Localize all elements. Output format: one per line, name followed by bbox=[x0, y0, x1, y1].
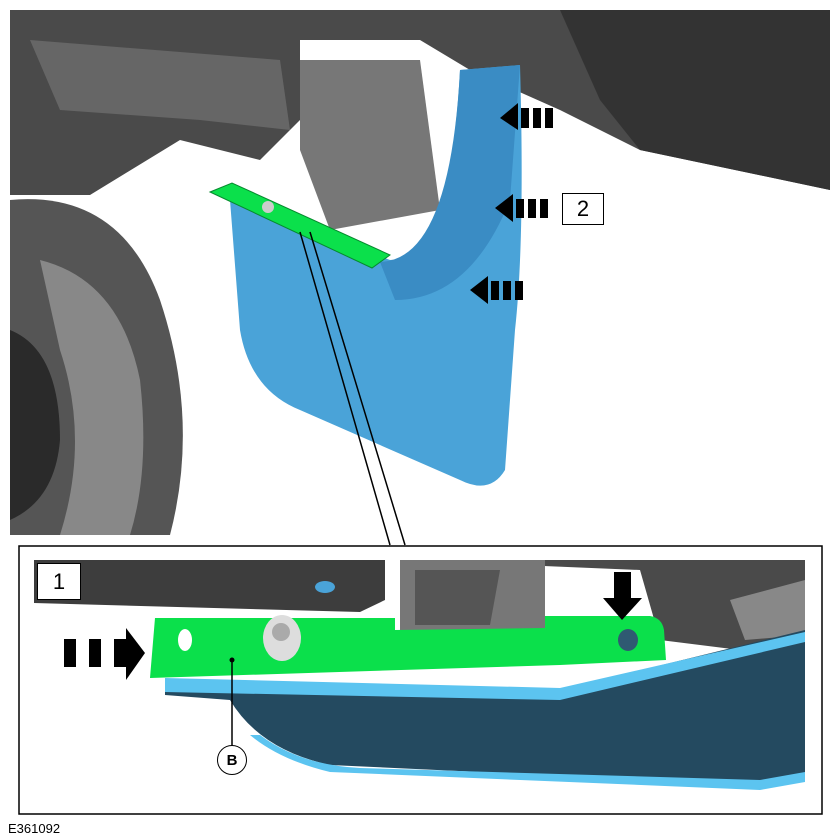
bracket-b bbox=[208, 182, 391, 269]
nut bbox=[262, 201, 274, 213]
bracket-hole bbox=[178, 629, 192, 651]
direction-arrows bbox=[470, 103, 553, 304]
callout-1: 1 bbox=[37, 563, 81, 600]
direction-arrows bbox=[64, 572, 642, 680]
mount-bracket bbox=[300, 60, 440, 230]
mudflap-edge bbox=[165, 630, 805, 785]
callout-b: B bbox=[217, 745, 247, 775]
mudflap bbox=[230, 65, 522, 486]
figure-id: E361092 bbox=[8, 821, 61, 836]
detail-inset bbox=[18, 545, 823, 815]
bracket-hole bbox=[618, 629, 638, 651]
callout-2: 2 bbox=[562, 193, 604, 225]
main-view bbox=[10, 10, 830, 546]
